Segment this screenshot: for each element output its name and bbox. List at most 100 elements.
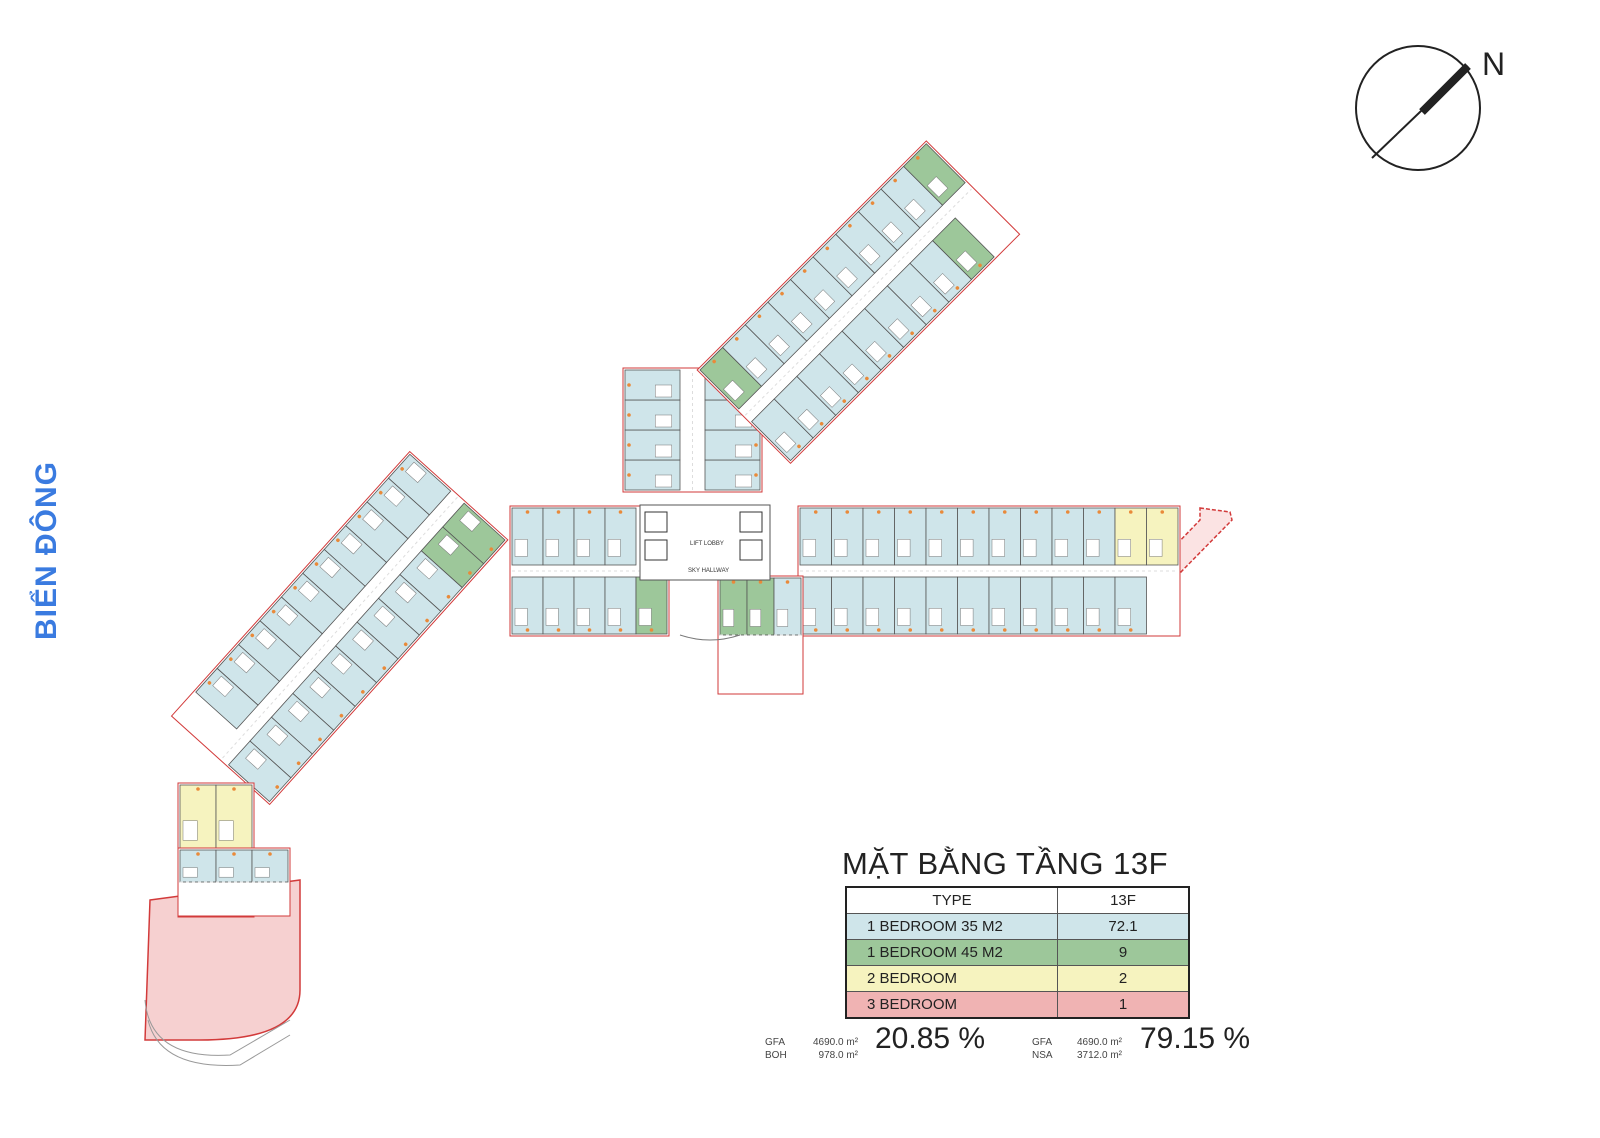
bathroom xyxy=(655,384,672,398)
bathroom xyxy=(212,675,234,698)
unit-marker xyxy=(400,467,404,471)
bathroom xyxy=(1117,539,1131,557)
row-type: 1 BEDROOM 45 M2 xyxy=(845,939,1058,966)
bathroom xyxy=(638,608,652,626)
unit-marker xyxy=(1002,510,1007,514)
gfa-label: GFA xyxy=(765,1037,786,1048)
bathroom xyxy=(655,414,672,428)
unit-marker xyxy=(757,314,762,319)
unit-marker xyxy=(232,787,236,791)
row-type: 3 BEDROOM xyxy=(845,991,1058,1019)
bathroom xyxy=(1023,539,1037,557)
bathroom xyxy=(254,867,270,878)
unit-marker xyxy=(887,354,892,358)
bathroom xyxy=(834,539,848,557)
gfa-label: GFA xyxy=(1032,1037,1053,1048)
unit-marker xyxy=(468,571,472,575)
unit-marker xyxy=(525,510,530,514)
unit-marker xyxy=(618,628,623,632)
bathroom xyxy=(735,474,752,488)
bathroom xyxy=(352,629,374,651)
row-type: 1 BEDROOM 35 M2 xyxy=(845,913,1058,940)
bathroom xyxy=(288,700,310,723)
unit-marker xyxy=(908,628,913,632)
unit-marker xyxy=(825,246,830,251)
bathroom xyxy=(416,558,439,580)
north-wing-diagonal xyxy=(696,140,1021,465)
unit-marker xyxy=(971,510,976,514)
unit-marker xyxy=(813,510,818,514)
bathroom xyxy=(776,609,789,627)
bathroom xyxy=(218,867,234,878)
nsa-stat: GFA NSA 4690.0 m² 3712.0 m² 79.15 % xyxy=(1032,1024,1250,1062)
bathroom xyxy=(768,334,790,357)
unit-marker xyxy=(627,443,631,447)
unit-marker xyxy=(382,666,387,670)
bathroom xyxy=(933,273,955,295)
unit-marker xyxy=(797,444,801,449)
unit-marker xyxy=(876,628,881,632)
unit-marker xyxy=(296,761,301,766)
unit-marker xyxy=(229,657,233,661)
bathroom xyxy=(865,539,879,557)
unit-marker xyxy=(819,421,824,426)
bathroom xyxy=(897,608,911,626)
unit-marker xyxy=(403,642,408,647)
bathroom xyxy=(723,379,745,402)
north-label: N xyxy=(1482,46,1506,82)
unit-marker xyxy=(357,514,362,519)
bathroom xyxy=(836,266,858,289)
bathroom xyxy=(545,539,559,557)
bathroom xyxy=(395,581,417,604)
bathroom xyxy=(991,608,1005,626)
unit-marker xyxy=(361,690,365,694)
table-row: 3 BEDROOM 1 xyxy=(845,991,1190,1019)
unit-marker xyxy=(971,628,976,632)
unit-studio xyxy=(195,667,259,730)
unit-marker xyxy=(587,628,592,632)
unit-marker xyxy=(293,586,297,590)
bathroom xyxy=(319,556,341,579)
bathroom xyxy=(362,509,384,531)
bathroom xyxy=(834,608,848,626)
bathroom xyxy=(928,608,942,626)
bathroom xyxy=(960,608,974,626)
unit-marker xyxy=(955,286,960,290)
southwest-wing xyxy=(170,450,509,806)
unit-marker xyxy=(339,713,344,718)
unit-marker xyxy=(1034,510,1039,514)
unit-marker xyxy=(734,337,739,341)
bathroom xyxy=(820,386,842,408)
unit-marker xyxy=(627,413,631,417)
bathroom xyxy=(373,605,396,627)
bathroom xyxy=(405,461,427,484)
bathroom xyxy=(437,534,460,556)
unit-marker xyxy=(232,852,236,856)
unit-marker xyxy=(865,376,869,381)
header-floor: 13F xyxy=(1057,886,1190,914)
unit-marker xyxy=(587,510,592,514)
bathroom xyxy=(1023,608,1037,626)
unit-type-table: TYPE 13F 1 BEDROOM 35 M2 72.1 1 BEDROOM … xyxy=(845,886,1190,1019)
east-wing xyxy=(797,505,1181,637)
row-value: 72.1 xyxy=(1057,913,1190,940)
unit-marker xyxy=(845,628,850,632)
unit-marker xyxy=(1065,628,1070,632)
unit-marker xyxy=(1065,510,1070,514)
bathroom xyxy=(340,533,363,555)
southwest-wing-lower2 xyxy=(177,847,291,917)
bathroom xyxy=(960,539,974,557)
bathroom xyxy=(545,608,559,626)
bathroom xyxy=(928,539,942,557)
gfa-value: 4690.0 m² xyxy=(1076,1037,1122,1048)
unit-marker xyxy=(196,787,200,791)
bathroom xyxy=(514,608,528,626)
bathroom xyxy=(576,539,590,557)
unit-marker xyxy=(1128,628,1133,632)
boh-stat: GFA BOH 4690.0 m² 978.0 m² 20.85 % xyxy=(765,1024,985,1062)
unit-marker xyxy=(842,399,847,403)
boh-percent: 20.85 % xyxy=(875,1022,986,1055)
table-row: 1 BEDROOM 35 M2 72.1 xyxy=(845,913,1190,940)
unit-marker xyxy=(489,547,494,552)
